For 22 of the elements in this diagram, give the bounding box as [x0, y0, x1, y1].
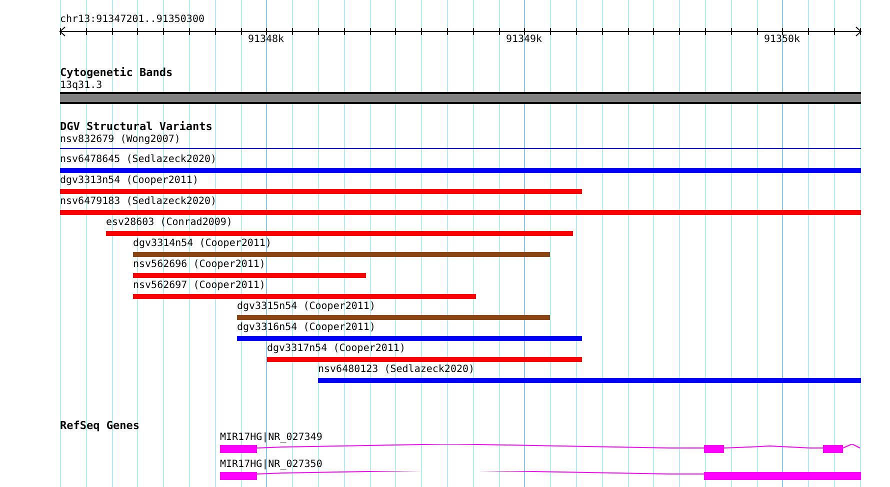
- feature-label: nsv6479183 (Sedlazeck2020): [60, 196, 217, 208]
- feature-label: dgv3316n54 (Cooper2011): [237, 322, 376, 334]
- track-heading: Cytogenetic Bands: [60, 67, 173, 79]
- feature-label: esv28603 (Conrad2009): [106, 217, 232, 229]
- feature-label: MIR17HG|NR_027349: [220, 432, 322, 444]
- coordinate-label: chr13:91347201..91350300: [60, 14, 204, 26]
- feature-label: nsv562697 (Cooper2011): [133, 280, 266, 292]
- tick-label: 91349k: [506, 34, 542, 46]
- feature-label: nsv6478645 (Sedlazeck2020): [60, 154, 217, 166]
- tick-label: 91350k: [764, 34, 800, 46]
- feature-label: dgv3315n54 (Cooper2011): [237, 301, 376, 313]
- feature-label: nsv562696 (Cooper2011): [133, 259, 266, 271]
- tick-label: 91348k: [248, 34, 284, 46]
- feature-label: nsv6480123 (Sedlazeck2020): [318, 364, 475, 376]
- feature-label: dgv3314n54 (Cooper2011): [133, 238, 272, 250]
- feature-label: MIR17HG|NR_027350: [220, 459, 322, 471]
- feature-label: dgv3313n54 (Cooper2011): [60, 175, 198, 187]
- track-heading: RefSeq Genes: [60, 420, 140, 432]
- track-heading: DGV Structural Variants: [60, 121, 212, 133]
- feature-label: nsv832679 (Wong2007): [60, 134, 180, 146]
- feature-label: dgv3317n54 (Cooper2011): [267, 343, 406, 355]
- feature-label: 13q31.3: [60, 80, 102, 92]
